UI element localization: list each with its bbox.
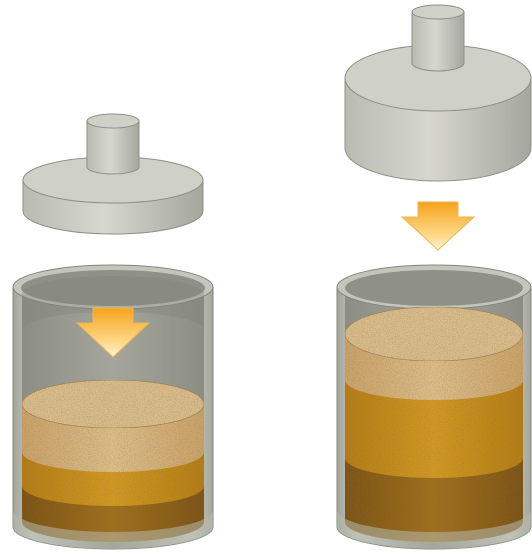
right-layer-stack xyxy=(345,307,523,542)
left-compression-setup xyxy=(13,114,213,549)
left-layer-stack xyxy=(22,380,204,542)
right-piston xyxy=(345,5,531,181)
right-compression-setup xyxy=(337,5,531,549)
left-piston xyxy=(23,114,203,234)
right-top-surface xyxy=(345,307,523,361)
arrow-down-icon xyxy=(402,202,474,250)
left-top-surface xyxy=(22,380,204,428)
